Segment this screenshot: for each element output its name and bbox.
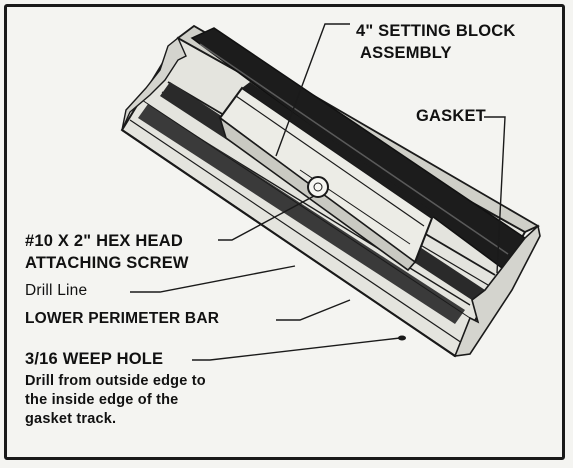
- leader-gasket: [484, 116, 506, 274]
- label-screw-line2: ATTACHING SCREW: [25, 254, 189, 272]
- label-weep-note: Drill from outside edge to the inside ed…: [25, 373, 206, 427]
- leader-drill-line: [130, 265, 296, 293]
- label-gasket: GASKET: [416, 107, 486, 125]
- label-drill-line: Drill Line: [25, 282, 88, 299]
- diagram-border: [4, 4, 565, 460]
- bar-end-profile: [453, 224, 541, 357]
- leader-weep-hole: [192, 337, 401, 361]
- leader-setting-block: [275, 23, 350, 157]
- label-lower-perimeter-bar: LOWER PERIMETER BAR: [25, 310, 220, 327]
- label-setting-block-line2: ASSEMBLY: [360, 44, 452, 62]
- leader-perimeter-bar: [276, 299, 351, 321]
- label-weep-hole: 3/16 WEEP HOLE: [25, 350, 164, 368]
- label-setting-block-line1: 4" SETTING BLOCK: [356, 22, 516, 40]
- leader-screw: [218, 195, 315, 241]
- weep-hole-mark: [398, 335, 406, 341]
- label-screw-line1: #10 X 2" HEX HEAD: [25, 232, 183, 250]
- hex-head-screw: [307, 176, 329, 198]
